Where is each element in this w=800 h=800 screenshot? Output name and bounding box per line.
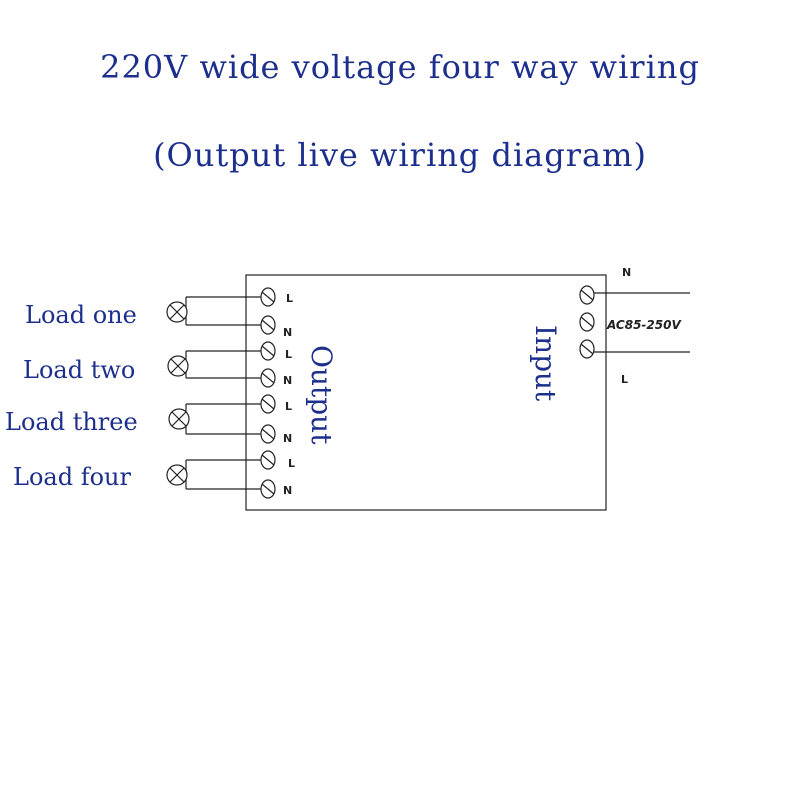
output-label: Output	[305, 345, 338, 445]
terminal-label: L	[286, 292, 293, 305]
load-three: Load three	[5, 403, 261, 436]
screw-terminal-icon	[260, 287, 276, 307]
load-one: Load one	[25, 296, 261, 329]
screw-terminal-icon	[260, 394, 276, 414]
screw-terminal-icon	[260, 424, 276, 444]
input-label: Input	[529, 325, 562, 402]
screw-terminal-icon	[260, 450, 276, 470]
terminal-label: L	[285, 400, 292, 413]
screw-terminal-icon	[260, 479, 276, 499]
load-two: Load two	[23, 350, 261, 384]
load-label: Load three	[5, 408, 138, 436]
terminal-label: L	[288, 457, 295, 470]
terminal-label: N	[283, 432, 292, 445]
terminal-label: N	[283, 374, 292, 387]
screw-terminal-icon	[260, 368, 276, 388]
lamp-icon	[167, 355, 189, 377]
terminal-label: L	[285, 348, 292, 361]
screw-terminal-icon	[579, 339, 595, 359]
input-live-label: L	[621, 373, 628, 386]
screw-terminal-icon	[260, 315, 276, 335]
controller-module-box	[245, 274, 607, 511]
input-voltage-label: AC85-250V	[606, 318, 682, 332]
load-label: Load two	[23, 356, 135, 384]
lamp-icon	[166, 464, 188, 486]
lamp-icon	[166, 301, 188, 323]
terminal-label: N	[283, 484, 292, 497]
screw-terminal-icon	[579, 312, 595, 332]
load-label: Load four	[13, 463, 131, 491]
load-label: Load one	[25, 301, 137, 329]
screw-terminal-icon	[260, 341, 276, 361]
diagram-title: 220V wide voltage four way wiring	[100, 48, 700, 86]
load-four: Load four	[13, 459, 261, 491]
terminal-label: N	[283, 326, 292, 339]
lamp-icon	[168, 408, 190, 430]
input-neutral-label: N	[622, 266, 631, 279]
diagram-subtitle: (Output live wiring diagram)	[153, 136, 647, 174]
output-terminal-block: L N L N L N L N	[260, 287, 295, 499]
input-terminal-block	[579, 285, 595, 359]
screw-terminal-icon	[579, 285, 595, 305]
